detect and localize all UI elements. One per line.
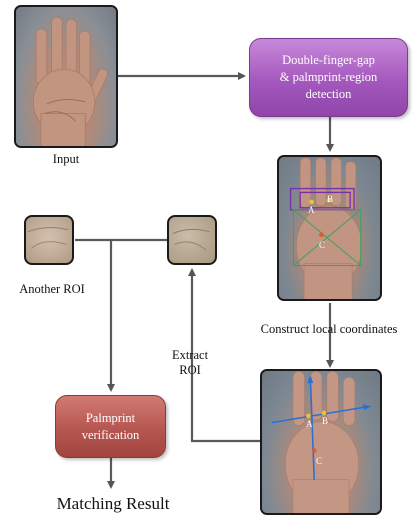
roi-texture [172, 228, 210, 251]
verification-box-text: Palmprint verification [81, 410, 140, 442]
matching-result-label: Matching Result [56, 494, 170, 513]
roi-texture-another [27, 227, 69, 249]
extract-roi-label: Extract ROI [171, 348, 209, 377]
coordinate-point-c: C [316, 456, 323, 466]
coordinate-point-a: A [306, 419, 313, 429]
detection-result-image: A B C [277, 155, 382, 301]
detection-point-b: B [327, 194, 334, 204]
input-label: Input [52, 152, 80, 166]
verification-process-box: Palmprint verification [55, 395, 166, 458]
another-roi-label: Another ROI [19, 282, 85, 296]
detection-process-box: Double-finger-gap & palmprint-region det… [249, 38, 408, 117]
another-roi-thumbnail [24, 215, 74, 265]
input-palm-image [14, 5, 118, 148]
palm-drawing [32, 16, 108, 146]
construct-coordinates-label: Construct local coordinates [260, 322, 398, 336]
coordinates-overlay [271, 371, 371, 513]
detection-point-a: A [308, 205, 315, 215]
coordinate-point-b: B [322, 416, 329, 426]
local-coordinates-image: A B C [260, 369, 382, 515]
detection-point-c: C [319, 240, 326, 250]
detection-overlay [289, 157, 363, 299]
extracted-roi-thumbnail [167, 215, 217, 265]
detection-box-text: Double-finger-gap & palmprint-region det… [279, 53, 378, 101]
